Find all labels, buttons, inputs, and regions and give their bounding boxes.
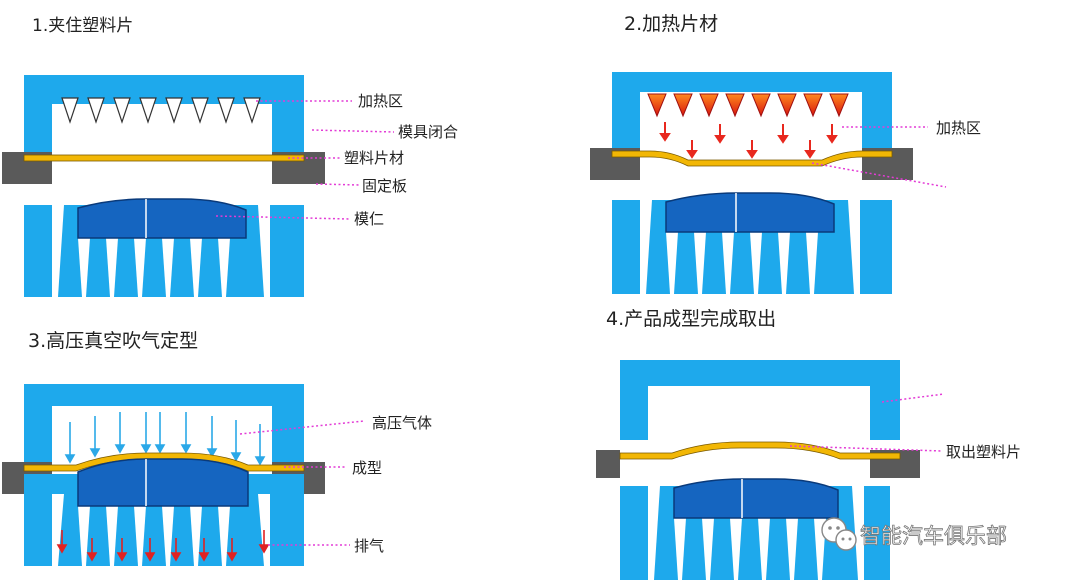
vent-channels xyxy=(52,494,270,566)
mold-core xyxy=(77,198,247,239)
watermark: 智能汽车俱乐部 xyxy=(821,517,1007,551)
plastic-sheet xyxy=(23,154,305,162)
step-4-title: 4.产品成型完成取出 xyxy=(606,308,776,330)
watermark-text: 智能汽车俱乐部 xyxy=(860,524,1007,548)
mold-core xyxy=(673,478,839,519)
wechat-icon xyxy=(821,517,857,551)
label-remove-sheet: 取出塑料片 xyxy=(946,443,1021,461)
label-forming: 成型 xyxy=(352,459,382,477)
upper-mold xyxy=(24,75,304,184)
clamp-plate-left xyxy=(596,450,620,478)
heated-elements xyxy=(647,93,849,118)
leader-lines xyxy=(811,126,947,188)
plastic-sheet-removed xyxy=(619,441,901,460)
mold-core xyxy=(77,458,249,507)
label-mold-closing: 模具闭合 xyxy=(398,123,458,141)
label-heating-zone: 加热区 xyxy=(936,119,981,137)
step-2-panel: 2.加热片材 xyxy=(590,13,981,294)
vent-channels xyxy=(640,200,860,294)
step-3-panel: 3.高压真空吹气定型 xyxy=(2,330,432,566)
leader-lines xyxy=(215,100,395,220)
step-1-title: 1.夹住塑料片 xyxy=(32,16,133,36)
air-arrows xyxy=(64,412,266,466)
label-plastic-sheet: 塑料片材 xyxy=(344,149,404,167)
label-mold-core: 模仁 xyxy=(354,210,384,228)
step-1-panel: 1.夹住塑料片 xyxy=(2,16,458,297)
exhaust-arrows xyxy=(56,530,270,562)
leader-lines xyxy=(789,393,945,452)
step-3-title: 3.高压真空吹气定型 xyxy=(28,330,198,352)
heat-arrows xyxy=(659,122,838,159)
step-2-title: 2.加热片材 xyxy=(624,13,718,35)
vent-channels xyxy=(52,205,270,297)
leader-lines xyxy=(239,420,365,546)
plastic-sheet-sagging xyxy=(611,150,893,167)
mold-core xyxy=(665,192,835,233)
upper-mold-open xyxy=(620,360,900,440)
label-heating-zone: 加热区 xyxy=(358,92,403,110)
label-high-pressure-gas: 高压气体 xyxy=(372,414,432,432)
label-fixed-plate: 固定板 xyxy=(362,177,407,195)
label-exhaust: 排气 xyxy=(354,537,384,555)
heater-elements xyxy=(61,97,261,124)
